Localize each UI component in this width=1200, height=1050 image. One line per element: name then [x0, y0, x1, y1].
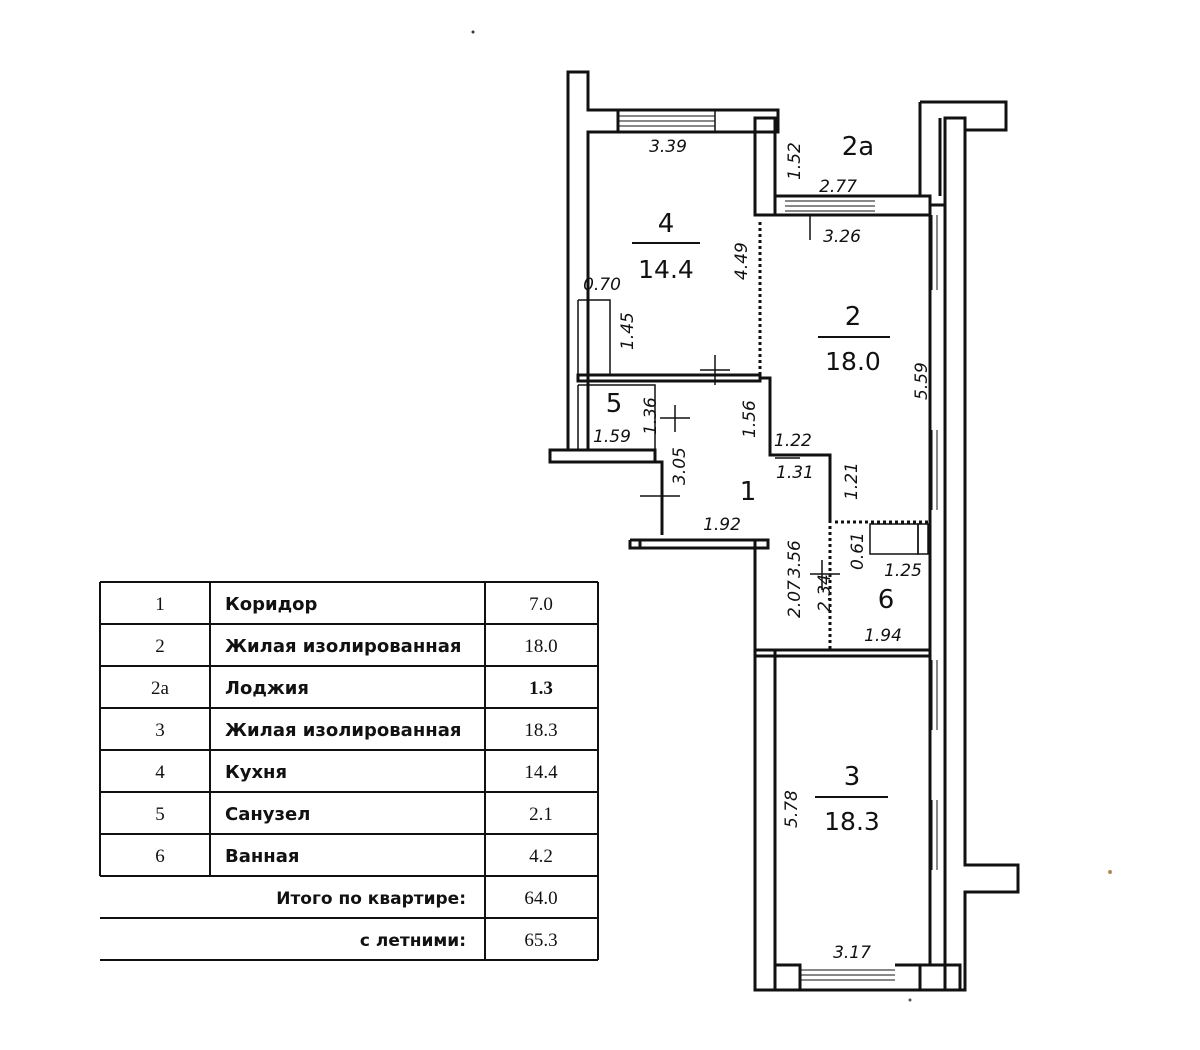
- explication-table: 1 Коридор 7.0 2 Жилая изолированная 18.0…: [99, 581, 599, 961]
- dim-1-21: 1.21: [842, 462, 862, 500]
- stray-dot: [908, 998, 912, 1002]
- outer-walls: [548, 70, 1020, 992]
- dim-3-26: 3.26: [823, 227, 861, 247]
- room-1-number: 1: [740, 477, 757, 507]
- room-2-label: 2 18.0: [818, 302, 890, 376]
- row-number: 6: [155, 846, 165, 867]
- row-number: 5: [155, 804, 165, 825]
- room-4-number: 4: [658, 209, 675, 239]
- dim-1-45: 1.45: [618, 312, 638, 350]
- total-label: Итого по квартире:: [276, 889, 466, 909]
- dim-1-36: 1.36: [641, 397, 661, 435]
- row-number: 4: [155, 762, 165, 783]
- dim-2-34: 2.34: [815, 574, 835, 612]
- room-4-area: 14.4: [638, 255, 694, 284]
- stray-dot: [471, 30, 475, 34]
- summer-total-label: с летними:: [360, 931, 466, 951]
- row-number: 3: [155, 720, 165, 741]
- room-2a-label: 2а: [842, 132, 874, 162]
- row-area: 18.3: [524, 720, 557, 741]
- dim-1-52: 1.52: [785, 142, 805, 180]
- summer-total-row: с летними: 65.3: [360, 930, 558, 951]
- dim-1-94: 1.94: [864, 626, 902, 646]
- kitchen-window: [618, 110, 716, 132]
- row-area: 14.4: [524, 762, 558, 783]
- room-6-number: 6: [878, 585, 895, 615]
- room-3-area: 18.3: [824, 807, 880, 836]
- dim-2-77: 2.77: [819, 177, 857, 197]
- room-2a-number: 2а: [842, 132, 874, 162]
- table-row: 5 Санузел 2.1: [155, 804, 553, 825]
- table-row: 6 Ванная 4.2: [155, 846, 553, 867]
- row-number: 1: [155, 594, 165, 615]
- table-row: 1 Коридор 7.0: [155, 594, 553, 615]
- dim-3-05: 3.05: [670, 447, 690, 485]
- table-row: 2 Жилая изолированная 18.0: [155, 636, 557, 657]
- dimension-labels: 3.39 1.52 2.77 3.26 4.49 0.70 1.45 5.59 …: [583, 137, 932, 963]
- dim-1-56: 1.56: [740, 400, 760, 438]
- bedroom-window: [800, 969, 895, 981]
- room-5-number: 5: [606, 389, 623, 419]
- dim-3-39: 3.39: [649, 137, 687, 157]
- row-area: 2.1: [529, 804, 553, 825]
- row-name: Коридор: [225, 594, 317, 615]
- row-number: 2: [155, 636, 165, 657]
- total-value: 64.0: [524, 888, 557, 909]
- dim-0-70: 0.70: [583, 275, 621, 295]
- table-row: 4 Кухня 14.4: [155, 762, 558, 783]
- row-area: 1.3: [529, 678, 553, 699]
- dim-1-22: 1.22: [774, 431, 812, 451]
- dim-3-17: 3.17: [833, 943, 871, 963]
- dim-2-07: 2.07: [785, 580, 805, 618]
- row-area: 7.0: [529, 594, 553, 615]
- dim-1-92: 1.92: [703, 515, 741, 535]
- room-2-number: 2: [845, 302, 862, 332]
- row-name: Жилая изолированная: [225, 720, 461, 741]
- loggia-window: [753, 116, 932, 240]
- room-4-label: 4 14.4: [632, 209, 700, 284]
- row-area: 4.2: [529, 846, 553, 867]
- row-name: Ванная: [225, 846, 299, 867]
- dim-3-56: 3.56: [785, 540, 805, 578]
- dim-4-49: 4.49: [732, 242, 752, 280]
- total-row: Итого по квартире: 64.0: [276, 888, 557, 909]
- row-name: Кухня: [225, 762, 287, 783]
- dim-1-59: 1.59: [593, 427, 631, 447]
- row-area: 18.0: [524, 636, 557, 657]
- row-number: 2а: [151, 678, 170, 699]
- dim-0-61: 0.61: [848, 532, 868, 570]
- room-3-number: 3: [844, 762, 861, 792]
- right-windows: [931, 215, 938, 870]
- room-3-label: 3 18.3: [815, 762, 888, 836]
- row-name: Лоджия: [225, 678, 309, 699]
- table-row: 3 Жилая изолированная 18.3: [155, 720, 557, 741]
- dim-5-59: 5.59: [912, 362, 932, 400]
- row-name: Жилая изолированная: [225, 636, 461, 657]
- dim-1-31: 1.31: [776, 463, 814, 483]
- row-name: Санузел: [225, 804, 310, 825]
- partitions: [576, 222, 932, 660]
- stray-dot: [1108, 870, 1112, 874]
- table-row: 2а Лоджия 1.3: [151, 678, 553, 699]
- dim-1-25: 1.25: [884, 561, 922, 581]
- summer-total-value: 65.3: [524, 930, 557, 951]
- dim-5-78: 5.78: [782, 790, 802, 828]
- room-2-area: 18.0: [825, 347, 881, 376]
